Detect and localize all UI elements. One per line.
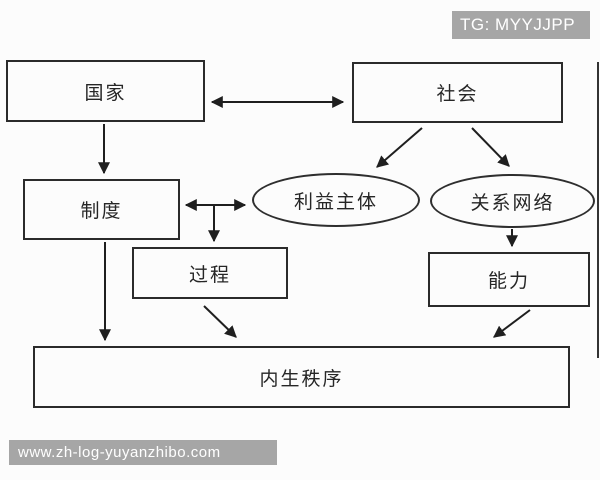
watermark-telegram: TG: MYYJJPP — [452, 11, 590, 39]
arrow-shehui-guanxiwangluo — [471, 127, 510, 167]
node-liyizhuti: 利益主体 — [252, 173, 420, 227]
arrow-shehui-liyizhuti — [376, 127, 423, 168]
node-guanxiwangluo: 关系网络 — [430, 174, 595, 228]
node-nengli: 能力 — [428, 252, 590, 307]
scan-artifact-line — [597, 62, 599, 358]
node-zhidu: 制度 — [23, 179, 180, 240]
arrow-guocheng-neishengzhixu — [203, 305, 237, 338]
watermark-website: www.zh-log-yuyanzhibo.com — [9, 440, 277, 465]
node-guojia: 国家 — [6, 60, 205, 122]
arrow-nengli-neishengzhixu — [493, 309, 531, 338]
node-shehui: 社会 — [352, 62, 563, 123]
node-guocheng: 过程 — [132, 247, 288, 299]
node-neishengzhixu: 内生秩序 — [33, 346, 570, 408]
